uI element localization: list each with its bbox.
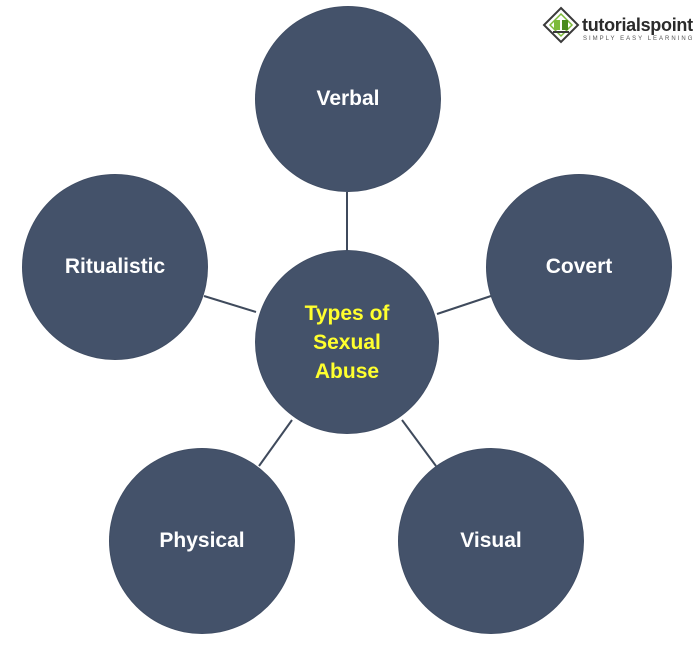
connector-physical xyxy=(258,419,293,467)
node-label: Physical xyxy=(159,529,245,552)
center-node: Types of Sexual Abuse xyxy=(255,250,439,434)
node-physical: Physical xyxy=(109,448,295,634)
connector-covert xyxy=(436,295,492,315)
connector-visual xyxy=(401,419,437,467)
node-label: Ritualistic xyxy=(64,255,166,278)
node-label: Covert xyxy=(545,255,613,278)
node-visual: Visual xyxy=(398,448,584,634)
logo-name: tutorialspoint xyxy=(582,15,693,35)
node-label: Visual xyxy=(460,529,522,552)
center-label: Types of Sexual Abuse xyxy=(305,299,390,386)
tutorialspoint-logo-icon xyxy=(542,6,580,44)
node-label: Verbal xyxy=(316,87,380,110)
node-covert: Covert xyxy=(486,174,672,360)
center-label-line2: Sexual xyxy=(313,330,381,354)
node-ritualistic: Ritualistic xyxy=(22,174,208,360)
node-verbal: Verbal xyxy=(255,6,441,192)
connector-ritualistic xyxy=(203,295,257,313)
logo-tagline: SIMPLY EASY LEARNING xyxy=(583,36,695,42)
center-label-line1: Types of xyxy=(304,301,390,325)
tutorialspoint-logo: tutorialspoint SIMPLY EASY LEARNING xyxy=(542,6,695,50)
center-label-line3: Abuse xyxy=(314,359,380,383)
